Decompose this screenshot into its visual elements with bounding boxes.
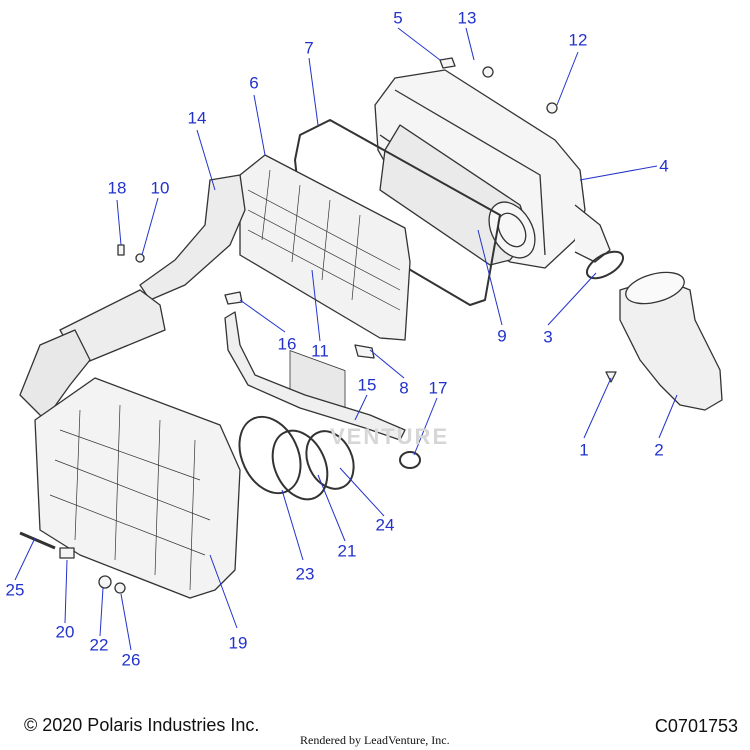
copyright-text: © 2020 Polaris Industries Inc. (24, 715, 260, 735)
callout-20: 20 (55, 622, 75, 642)
callout-19: 19 (228, 633, 248, 653)
bolt-25 (19, 531, 56, 550)
callout-25: 25 (5, 580, 25, 600)
callout-7: 7 (304, 38, 314, 58)
clamp-17 (399, 451, 421, 469)
bolt-12 (546, 102, 558, 114)
callout-24: 24 (375, 515, 395, 535)
clamp-24 (305, 430, 355, 490)
air-box-housing (374, 69, 611, 269)
watermark-text: VENTURE (330, 424, 450, 449)
clamp-21 (271, 429, 329, 501)
callout-14: 14 (187, 108, 207, 128)
callout-15: 15 (357, 375, 377, 395)
callout-17: 17 (428, 378, 448, 398)
callout-21: 21 (337, 541, 357, 561)
pre-cleaner-box (34, 377, 241, 599)
gasket (294, 119, 501, 306)
spacer-20 (59, 547, 75, 559)
air-box-cover (239, 154, 411, 416)
callout-12: 12 (568, 30, 588, 50)
clip-5 (439, 57, 456, 69)
drain-hose (224, 311, 406, 441)
rendered-by-text: Rendered by LeadVenture, Inc. (300, 733, 450, 747)
nut-26 (114, 582, 126, 594)
callout-2: 2 (654, 440, 664, 460)
callout-26: 26 (121, 650, 141, 670)
callout-4: 4 (659, 156, 669, 176)
clip-16 (224, 291, 243, 305)
callout-10: 10 (150, 178, 170, 198)
fastener-13 (482, 66, 494, 78)
intake-duct (139, 174, 246, 301)
callout-5: 5 (393, 8, 403, 28)
callout-6: 6 (249, 73, 259, 93)
washer-10 (135, 253, 145, 263)
clip-8 (354, 344, 375, 359)
callout-9: 9 (497, 326, 507, 346)
callout-8: 8 (399, 378, 409, 398)
outlet-elbow (619, 277, 723, 411)
screw-18 (117, 244, 125, 256)
leader-lines (14, 27, 678, 651)
callout-13: 13 (457, 8, 477, 28)
callout-1: 1 (579, 440, 589, 460)
callout-16: 16 (277, 334, 297, 354)
callout-22: 22 (89, 635, 109, 655)
clamp-23 (238, 415, 302, 495)
callout-11: 11 (311, 341, 329, 361)
callout-18: 18 (107, 178, 127, 198)
grommet-22 (98, 575, 112, 589)
diagram-code: C0701753 (654, 716, 738, 736)
clamp-3 (585, 250, 625, 280)
push-rivet-1 (605, 371, 617, 383)
callout-3: 3 (543, 327, 553, 347)
callout-23: 23 (295, 564, 315, 584)
